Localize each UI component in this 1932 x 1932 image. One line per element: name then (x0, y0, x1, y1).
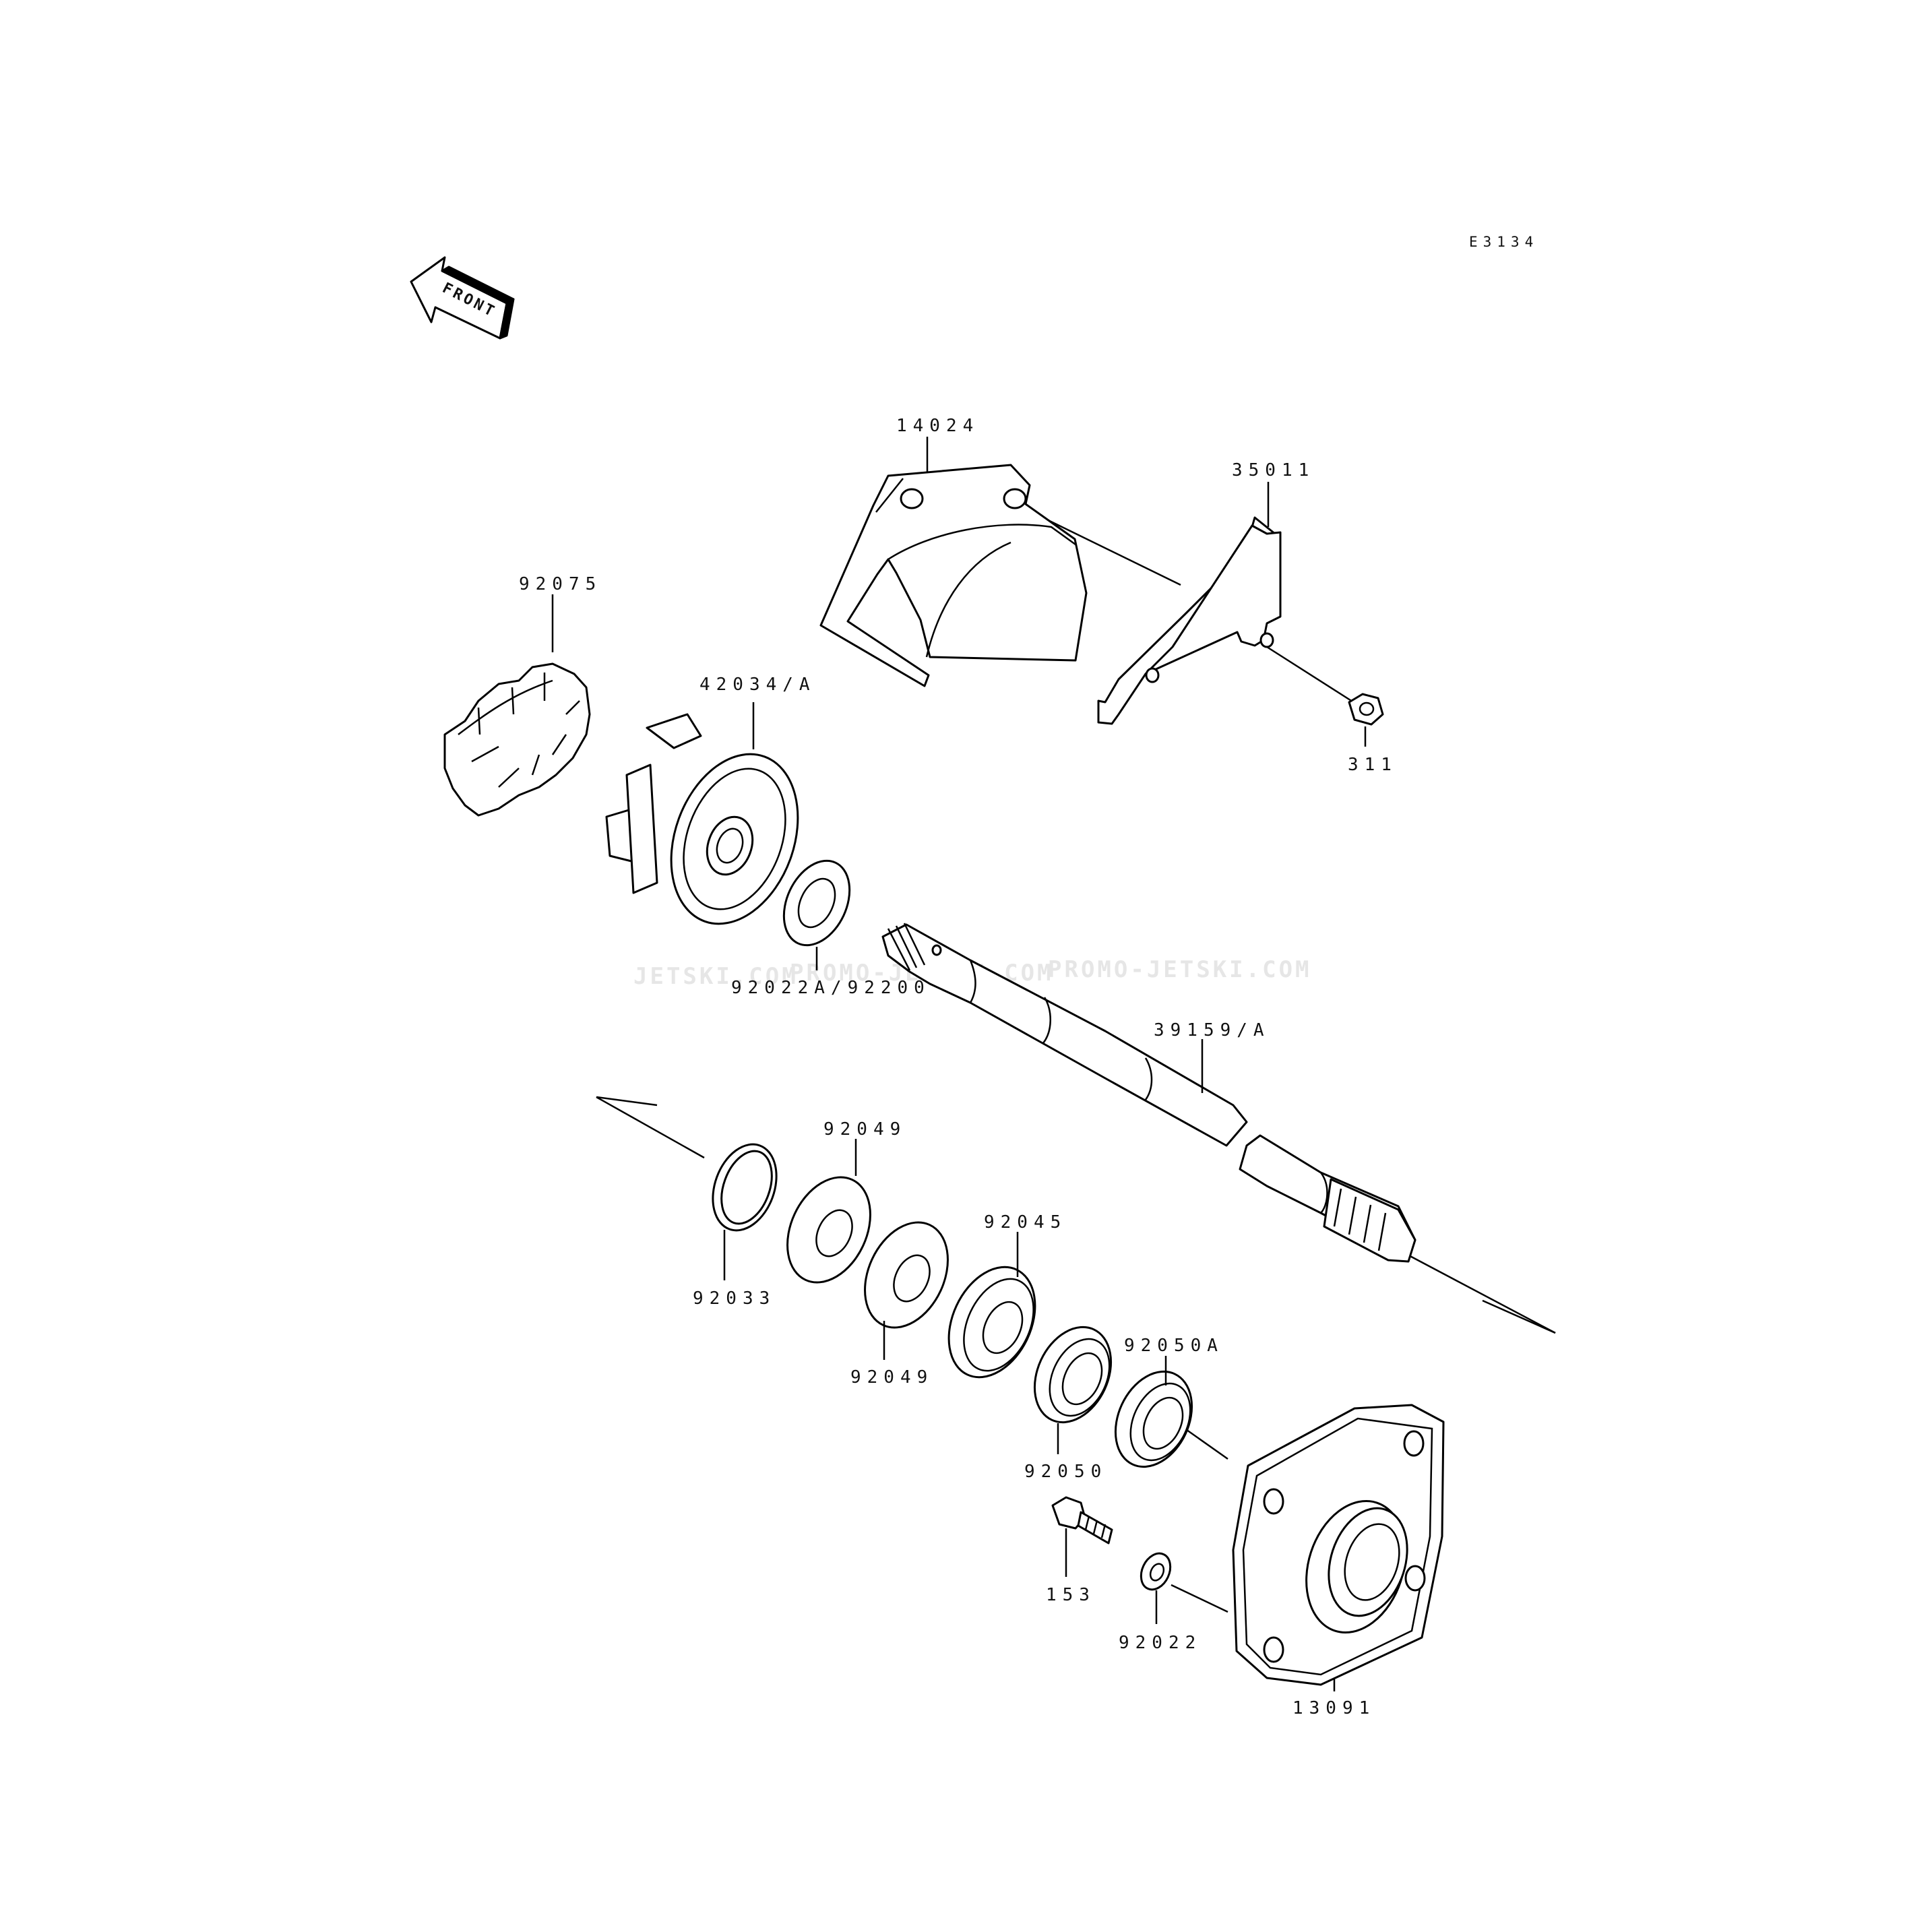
part-92049-washer-upper (786, 1176, 871, 1284)
part-42034-impeller (605, 713, 799, 925)
diagram-code: E3134 (1469, 234, 1538, 250)
label-92033: 92033 (693, 1288, 776, 1309)
label-42034a: 42034/A (699, 675, 816, 695)
leader-lines (551, 437, 1367, 1691)
part-14024-cover (819, 464, 1088, 687)
label-14024: 14024 (896, 416, 979, 436)
part-35011-bracket (1097, 516, 1282, 725)
label-35011: 35011 (1232, 460, 1315, 480)
part-39159-shaft (881, 923, 1416, 1263)
label-92022: 92022 (1119, 1633, 1202, 1653)
label-311: 311 (1348, 755, 1398, 775)
part-13091-housing (1232, 1404, 1445, 1686)
part-92050a-seal (1114, 1370, 1193, 1468)
label-92050: 92050 (1024, 1462, 1107, 1482)
watermark-1: JETSKI.COM (633, 963, 799, 990)
part-92022a-washer (782, 859, 851, 947)
part-92050-seal (1033, 1326, 1113, 1424)
part-92033-circlip (712, 1143, 778, 1232)
label-92050a: 92050A (1124, 1336, 1224, 1356)
label-153: 153 (1046, 1585, 1096, 1605)
part-92022-washer (1140, 1552, 1172, 1591)
label-92022a-92200: 92022A/92200 (731, 978, 931, 998)
part-92075-damper (443, 662, 591, 817)
front-arrow-icon: FRONT (410, 256, 515, 340)
part-311-nut (1348, 693, 1384, 726)
part-153-nipple (1051, 1496, 1113, 1545)
label-92049-lower: 92049 (850, 1367, 933, 1388)
part-92049-washer-lower (864, 1221, 949, 1329)
part-92045-bearing (947, 1266, 1036, 1379)
label-13091: 13091 (1292, 1698, 1375, 1718)
label-92049-upper: 92049 (823, 1119, 906, 1140)
label-39159a: 39159/A (1154, 1020, 1270, 1040)
label-92075: 92075 (519, 574, 602, 594)
label-92045: 92045 (984, 1212, 1067, 1233)
watermark-3: PROMO-JETSKI.COM (1048, 956, 1312, 983)
